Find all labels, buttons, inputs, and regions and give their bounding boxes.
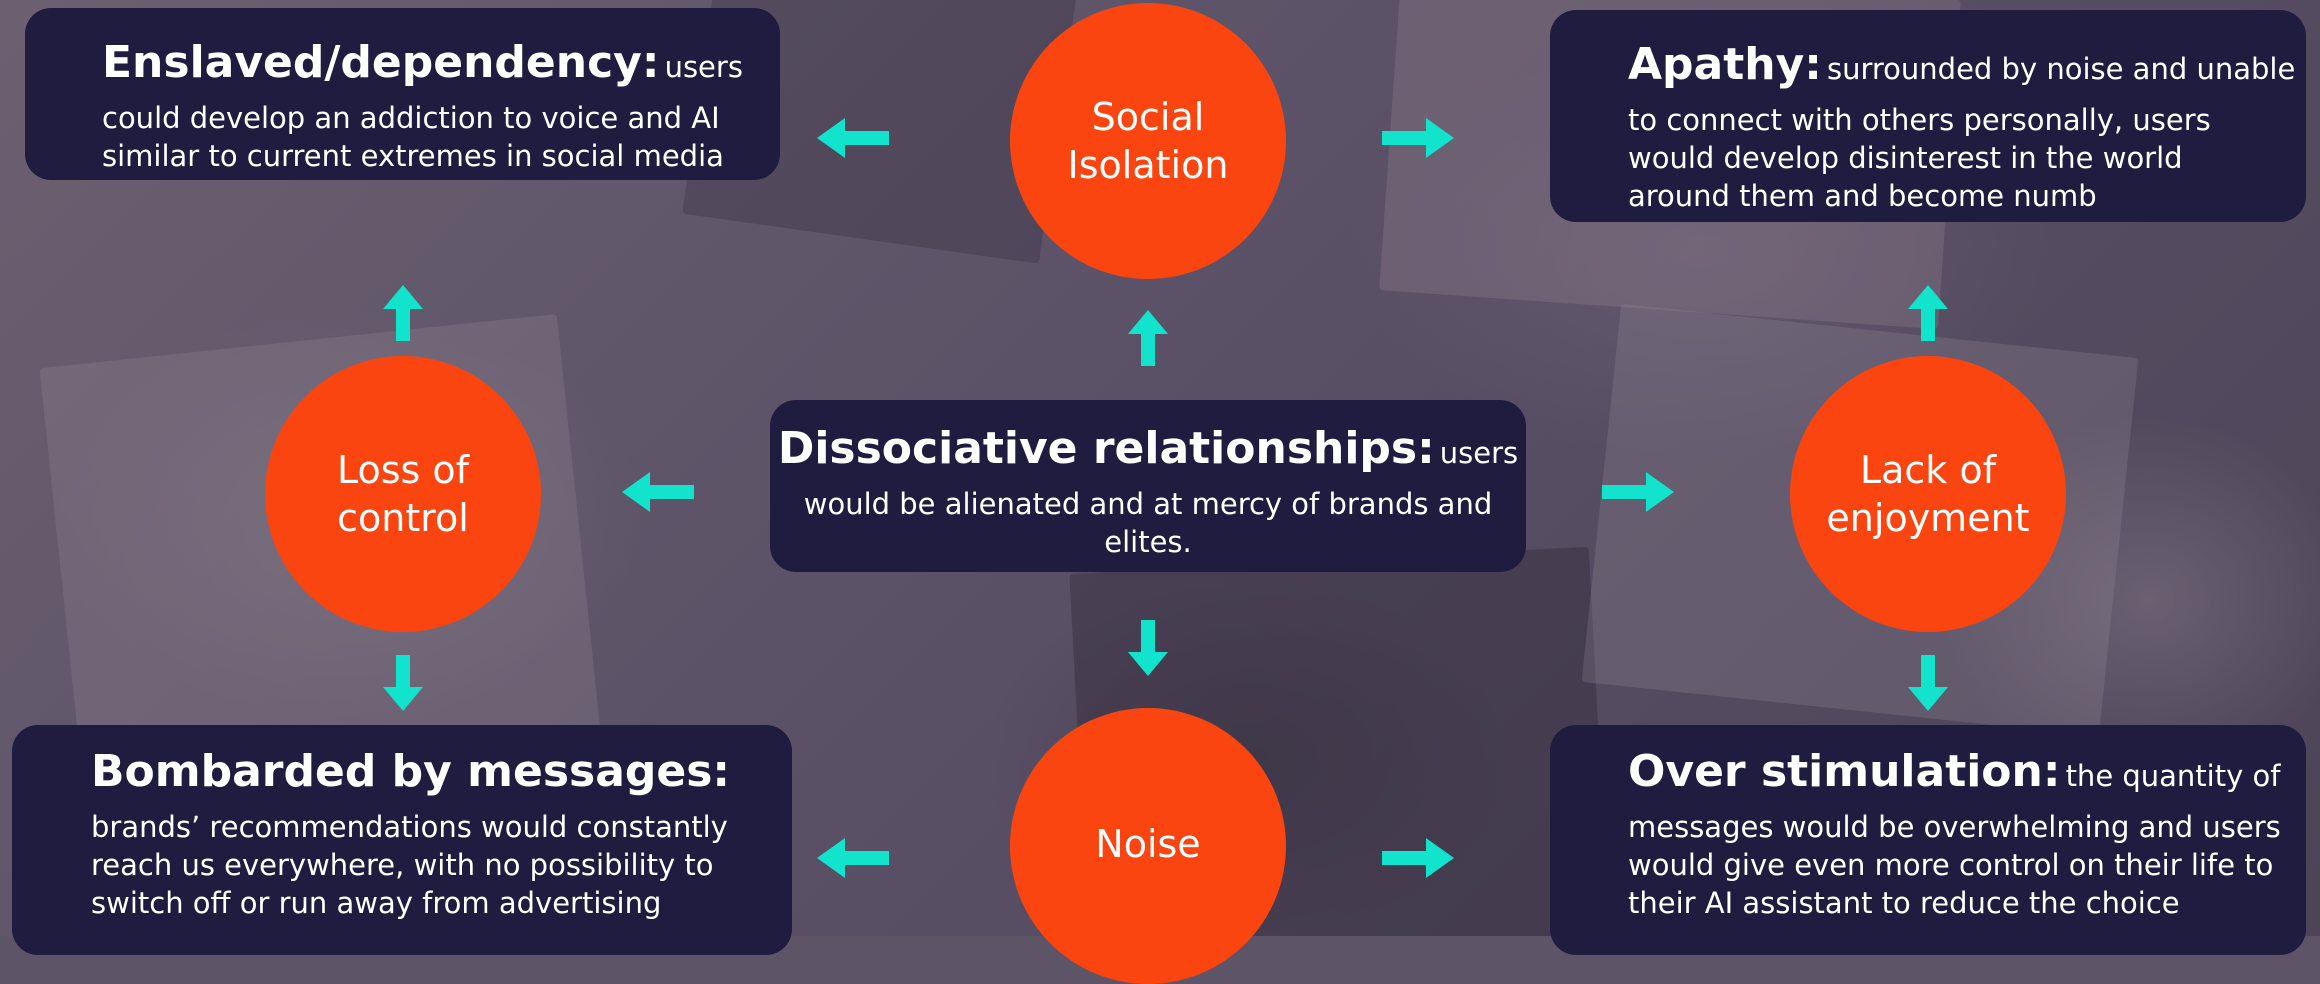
- social-isolation-label: Social Isolation: [1068, 93, 1229, 189]
- over-stimulation-lead: the quantity of: [2065, 759, 2281, 793]
- dissociative-lead: users: [1439, 436, 1519, 470]
- lack-of-enjoyment-line-2: enjoyment: [1826, 496, 2030, 540]
- bombarded-heading-line: Bombarded by messages:: [91, 745, 792, 808]
- over-stimulation-line-1: messages would be overwhelming and users: [1628, 810, 2281, 844]
- arrow-center-right: [1602, 472, 1674, 512]
- arrow-social-right-shape: [1382, 118, 1454, 158]
- arrow-enjoy-up: [1908, 285, 1948, 341]
- enslaved-dependency-line-2: similar to current extremes in social me…: [102, 139, 724, 173]
- noise-circle: Noise: [1010, 708, 1286, 984]
- arrow-loss-down: [383, 655, 423, 711]
- arrow-center-right-shape: [1602, 472, 1674, 512]
- bombarded-line-1: brands’ recommendations would constantly: [91, 810, 728, 844]
- bombarded-line-3: switch off or run away from advertising: [91, 886, 662, 920]
- loss-of-control-circle: Loss of control: [265, 356, 541, 632]
- bombarded-box: Bombarded by messages: brands’ recommend…: [12, 725, 792, 955]
- apathy-box: Apathy: surrounded by noise and unable t…: [1550, 10, 2306, 222]
- lack-of-enjoyment-line-1: Lack of: [1859, 448, 1997, 492]
- over-stimulation-box: Over stimulation: the quantity of messag…: [1550, 725, 2306, 955]
- apathy-line-3: around them and become numb: [1628, 179, 2097, 213]
- lack-of-enjoyment-label: Lack of enjoyment: [1826, 446, 2029, 542]
- loss-of-control-line-1: Loss of: [336, 448, 470, 492]
- dissociative-heading: Dissociative relationships:: [777, 423, 1435, 474]
- arrow-center-up-shape: [1128, 310, 1168, 366]
- enslaved-dependency-heading: Enslaved/dependency:: [102, 37, 660, 88]
- dissociative-line-2: elites.: [1104, 525, 1192, 559]
- social-isolation-circle: Social Isolation: [1010, 3, 1286, 279]
- arrow-noise-right-shape: [1382, 838, 1454, 878]
- arrow-noise-left: [817, 838, 889, 878]
- over-stimulation-line-2: would give even more control on their li…: [1628, 848, 2274, 882]
- dissociative-relationships-box: Dissociative relationships: users would …: [770, 400, 1526, 572]
- enslaved-dependency-heading-line: Enslaved/dependency: users: [102, 36, 780, 99]
- social-isolation-line-2: Isolation: [1067, 143, 1229, 187]
- enslaved-dependency-lead: users: [664, 50, 743, 84]
- apathy-heading: Apathy:: [1628, 39, 1822, 90]
- loss-of-control-line-2: control: [337, 496, 469, 540]
- arrow-center-up: [1128, 310, 1168, 366]
- arrow-enjoy-down-shape: [1908, 655, 1948, 711]
- arrow-enjoy-up-shape: [1908, 285, 1948, 341]
- apathy-line-2: would develop disinterest in the world: [1628, 141, 2183, 175]
- apathy-heading-line: Apathy: surrounded by noise and unable: [1628, 38, 2306, 101]
- arrow-center-left: [622, 472, 694, 512]
- enslaved-dependency-line-1: could develop an addiction to voice and …: [102, 101, 720, 135]
- bombarded-heading: Bombarded by messages:: [91, 746, 731, 797]
- over-stimulation-line-3: their AI assistant to reduce the choice: [1628, 886, 2180, 920]
- dissociative-heading-line: Dissociative relationships: users: [770, 422, 1526, 485]
- enslaved-dependency-box: Enslaved/dependency: users could develop…: [25, 8, 780, 180]
- noise-line-1: Noise: [1095, 822, 1201, 866]
- arrow-loss-down-shape: [383, 655, 423, 711]
- apathy-lead: surrounded by noise and unable: [1826, 52, 2296, 86]
- arrow-social-left-shape: [817, 118, 889, 158]
- bombarded-line-2: reach us everywhere, with no possibility…: [91, 848, 714, 882]
- arrow-loss-up-shape: [383, 285, 423, 341]
- over-stimulation-heading-line: Over stimulation: the quantity of: [1628, 745, 2306, 808]
- arrow-noise-left-shape: [817, 838, 889, 878]
- arrow-loss-up: [383, 285, 423, 341]
- dissociative-line-1: would be alienated and at mercy of brand…: [803, 487, 1493, 521]
- arrow-center-left-shape: [622, 472, 694, 512]
- arrow-center-down: [1128, 620, 1168, 676]
- social-isolation-line-1: Social: [1091, 95, 1205, 139]
- apathy-line-1: to connect with others personally, users: [1628, 103, 2211, 137]
- noise-label: Noise: [1095, 820, 1200, 868]
- arrow-social-left: [817, 118, 889, 158]
- arrow-noise-right: [1382, 838, 1454, 878]
- lack-of-enjoyment-circle: Lack of enjoyment: [1790, 356, 2066, 632]
- over-stimulation-heading: Over stimulation:: [1628, 746, 2061, 797]
- loss-of-control-label: Loss of control: [337, 446, 469, 542]
- arrow-center-down-shape: [1128, 620, 1168, 676]
- arrow-enjoy-down: [1908, 655, 1948, 711]
- arrow-social-right: [1382, 118, 1454, 158]
